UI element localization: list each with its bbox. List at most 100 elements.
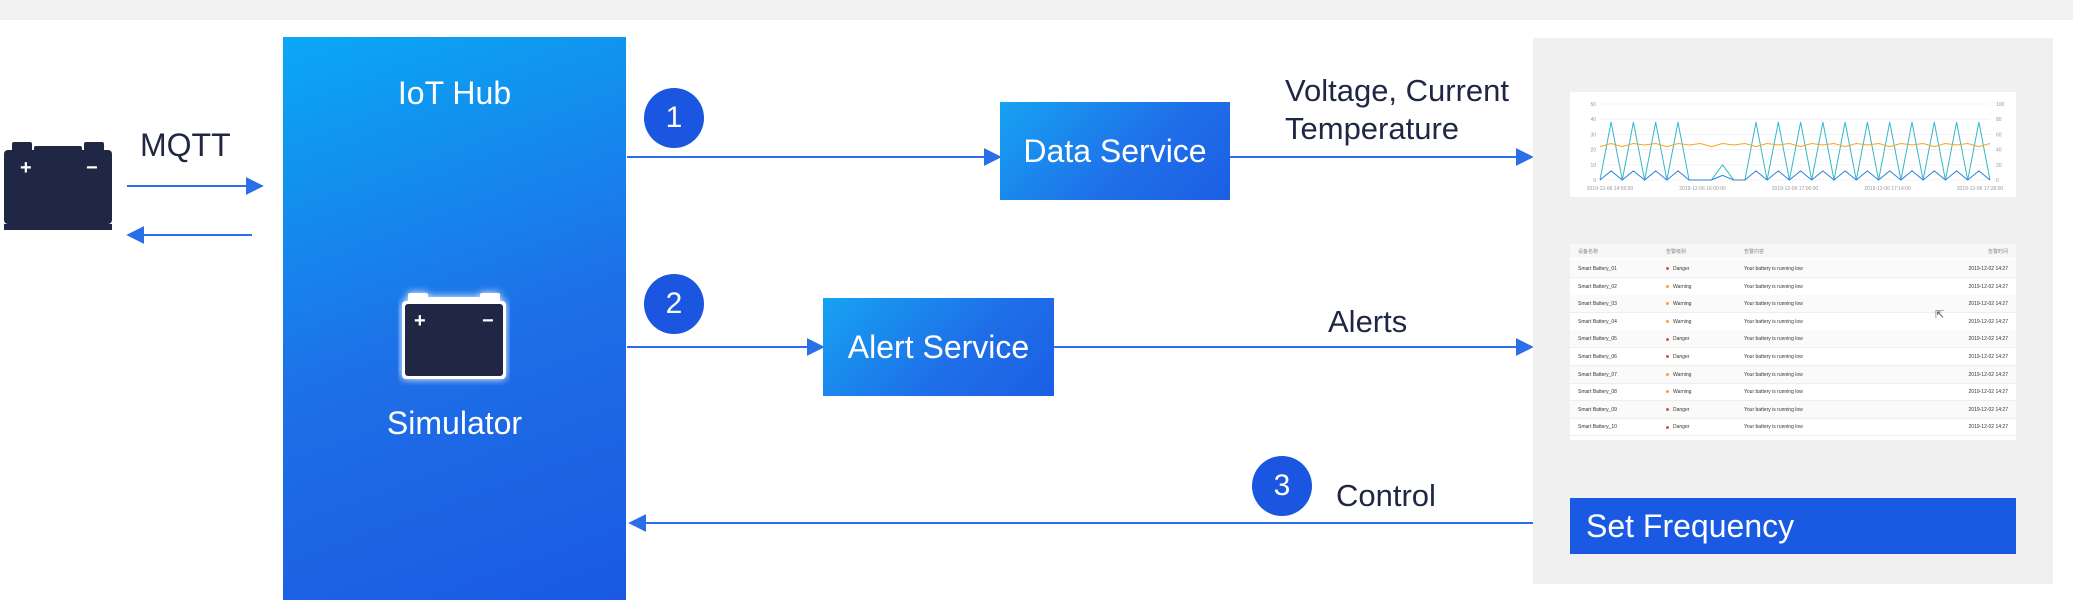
cell-content: Your battery is running low — [1744, 424, 1803, 431]
table-row[interactable]: Smart Battery_10 Danger Your battery is ru… — [1570, 418, 2016, 437]
level-dot-icon — [1666, 302, 1669, 306]
simulator-battery-icon: + − — [402, 293, 506, 379]
cell-content: Your battery is running low — [1744, 354, 1803, 360]
cell-time: 2019-12-02 14:27 — [1968, 424, 2008, 431]
step-3-badge: 3 — [1252, 456, 1312, 516]
y-right-tick-label: 40 — [1996, 148, 2002, 154]
level-dot-icon — [1666, 390, 1669, 394]
table-row[interactable]: Smart Battery_07 Warning Your battery is r… — [1570, 365, 2016, 384]
battery-icon: + − — [4, 142, 112, 230]
cell-content: Your battery is running low — [1744, 318, 1803, 325]
voltage-current-line: Voltage, Current — [1285, 73, 1510, 108]
cell-time: 2019-12-02 14:27 — [1968, 318, 2008, 325]
cell-level: Danger — [1666, 424, 1689, 430]
svg-text:+: + — [20, 157, 32, 179]
cell-content: Your battery is running low — [1744, 283, 1803, 290]
x-tick-label: 2019-12-06 14:55:00 — [1587, 186, 1634, 192]
y-right-tick-label: 0 — [1996, 178, 1999, 184]
iot-hub: IoT Hub + − Simulator — [283, 37, 626, 600]
iot-hub-title: IoT Hub — [397, 75, 512, 111]
alert-service-box: Alert Service — [823, 298, 1054, 396]
alerts-table-header: 设备名称 告警级别 告警内容 告警时间 — [1570, 244, 2016, 258]
voltage-current-label: Voltage, Current Temperature — [1285, 72, 1509, 148]
level-dot-icon — [1666, 355, 1669, 359]
level-dot-icon — [1666, 337, 1669, 341]
cell-level: Warning — [1666, 301, 1691, 307]
cell-device: Smart Battery_07 — [1578, 371, 1617, 378]
simulator-label: Simulator — [386, 405, 523, 441]
cell-level: Warning — [1666, 372, 1691, 378]
step-1-badge: 1 — [644, 88, 704, 148]
cell-content: Your battery is running low — [1744, 406, 1803, 413]
cell-time: 2019-12-02 14:27 — [1968, 283, 2008, 290]
table-row[interactable]: Smart Battery_01 Danger Your battery is ru… — [1570, 260, 2016, 278]
series-line-2 — [1599, 170, 1991, 181]
top-band — [0, 0, 2073, 20]
series-line-0 — [1599, 121, 1991, 181]
y-right-tick-label: 20 — [1996, 163, 2002, 169]
cell-device: Smart Battery_01 — [1578, 266, 1617, 272]
level-dot-icon — [1666, 425, 1669, 429]
alerts-label: Alerts — [1328, 304, 1408, 339]
series-line-1 — [1599, 143, 1991, 148]
header-content: 告警内容 — [1744, 249, 1765, 255]
cell-device: Smart Battery_02 — [1578, 283, 1617, 290]
header-level: 告警级别 — [1666, 249, 1687, 255]
cell-device: Smart Battery_08 — [1578, 389, 1617, 396]
cell-level: Warning — [1666, 284, 1691, 290]
cell-time: 2019-12-02 14:27 — [1968, 354, 2008, 360]
cell-level: Danger — [1666, 407, 1689, 413]
control-label: Control — [1336, 478, 1436, 513]
level-dot-icon — [1666, 267, 1669, 271]
y-left-tick-label: 10 — [1590, 163, 1596, 169]
level-dot-icon — [1666, 284, 1669, 288]
cell-device: Smart Battery_06 — [1578, 354, 1617, 360]
cell-time: 2019-12-02 14:27 — [1968, 301, 2008, 308]
y-right-tick-label: 100 — [1996, 102, 2005, 108]
level-dot-icon — [1666, 407, 1669, 411]
cell-content: Your battery is running low — [1744, 266, 1803, 272]
cell-time: 2019-12-02 14:27 — [1968, 336, 2008, 343]
x-tick-label: 2019-12-06 17:28:00 — [1957, 186, 2004, 192]
table-row[interactable]: Smart Battery_06 Danger Your battery is ru… — [1570, 348, 2016, 366]
y-left-tick-label: 20 — [1590, 148, 1596, 154]
cell-content: Your battery is running low — [1744, 371, 1803, 378]
cell-device: Smart Battery_03 — [1578, 301, 1617, 308]
data-service-box: Data Service — [1000, 102, 1230, 200]
table-row[interactable]: Smart Battery_02 Warning Your battery is r… — [1570, 278, 2016, 296]
x-tick-label: 2019-12-06 16:00:00 — [1679, 186, 1726, 192]
svg-text:−: − — [86, 157, 98, 179]
cell-content: Your battery is running low — [1744, 301, 1803, 308]
cell-level: Warning — [1666, 389, 1691, 395]
data-service-label: Data Service — [1023, 132, 1207, 169]
set-frequency-button[interactable]: Set Frequency — [1570, 498, 2016, 554]
cell-device: Smart Battery_10 — [1578, 424, 1617, 431]
cell-level: Danger — [1666, 336, 1689, 342]
cell-content: Your battery is running low — [1744, 336, 1803, 343]
mqtt-label: MQTT — [140, 127, 231, 163]
svg-text:−: − — [482, 310, 494, 332]
alert-service-label: Alert Service — [847, 328, 1030, 365]
y-left-tick-label: 50 — [1590, 102, 1596, 108]
cell-level: Danger — [1666, 354, 1689, 360]
cell-time: 2019-12-02 14:27 — [1968, 406, 2008, 413]
cell-time: 2019-12-02 14:27 — [1968, 389, 2008, 396]
cursor-icon: ⇱ — [1935, 309, 1945, 321]
y-left-tick-label: 0 — [1593, 178, 1596, 184]
set-frequency-label: Set Frequency — [1586, 508, 1795, 544]
cell-time: 2019-12-02 14:27 — [1968, 266, 2008, 272]
y-left-tick-label: 40 — [1590, 117, 1596, 123]
cell-level: Danger — [1666, 266, 1689, 272]
x-tick-label: 2019-12-06 17:14:00 — [1864, 186, 1911, 192]
svg-text:+: + — [414, 310, 426, 332]
table-row[interactable]: Smart Battery_03 Warning Your battery is r… — [1570, 295, 2016, 314]
level-dot-icon — [1666, 372, 1669, 376]
